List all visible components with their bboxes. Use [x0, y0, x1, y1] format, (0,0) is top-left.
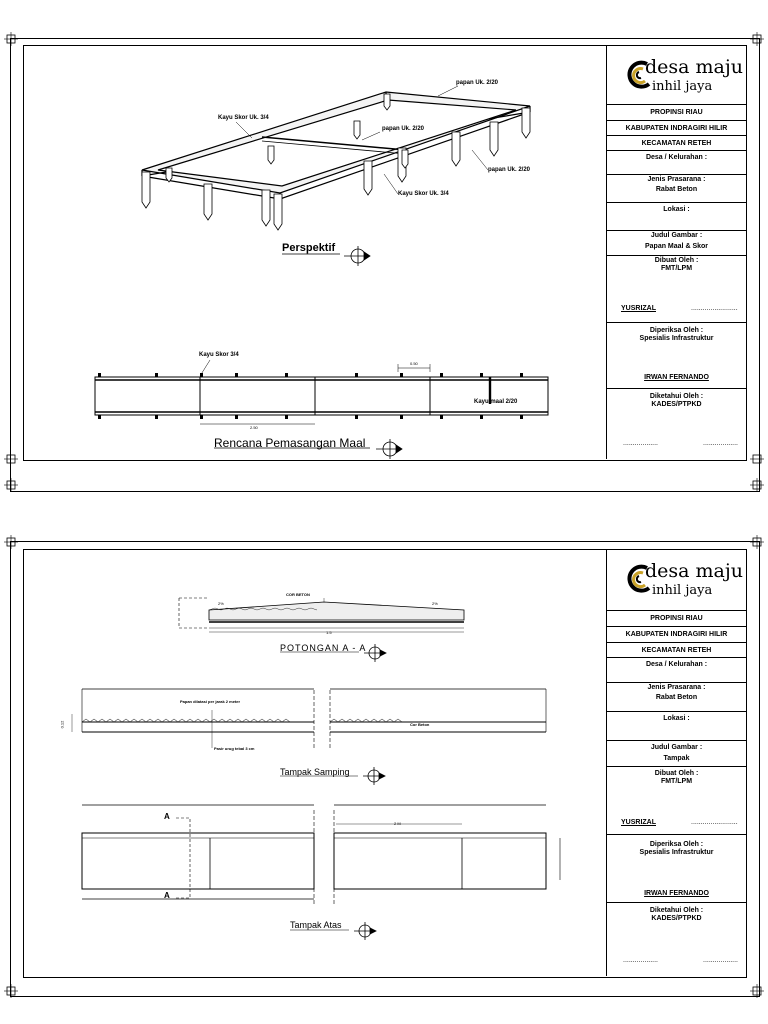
plan-dim-bottom: 2.50	[250, 425, 258, 430]
plan-caption: Rencana Pemasangan Maal	[214, 436, 366, 450]
side-caption: Tampak Samping	[280, 767, 350, 777]
tb-checked-by: Diperiksa Oleh : Spesialis Infrastruktur…	[607, 322, 746, 389]
side-dim: 0.12	[59, 720, 65, 729]
checked-by-name: IRWAN FERNANDO	[644, 890, 709, 897]
corner-ornament-icon	[750, 984, 764, 998]
tb-made-by: Dibuat Oleh : FMT/LPM YUSRIZAL .........…	[607, 255, 746, 323]
top-caption: Tampak Atas	[290, 920, 342, 930]
section-dim: 1.5	[326, 630, 332, 635]
section-slope-left: 2%	[218, 601, 224, 606]
tb-drawing-title: Judul Gambar :Tampak	[607, 740, 746, 767]
corner-ornament-icon	[750, 535, 764, 549]
corner-ornament-icon	[4, 454, 18, 464]
logo-swirl-icon	[627, 60, 651, 89]
tb-known-by: Diketahui Oleh : KADES/PTPKD ...........…	[607, 902, 746, 977]
tb-district: KECAMATAN RETEH	[607, 135, 746, 150]
checked-by-name: IRWAN FERNANDO	[644, 374, 709, 381]
side-label-pasir: Pasir urug tebal 3 cm	[214, 746, 255, 751]
elevation-drawings	[71, 597, 561, 940]
logo-text-line2: inhil jaya	[652, 79, 713, 94]
known-by-sign-right: ..................	[703, 440, 739, 447]
logo: desa maju inhil jaya	[607, 550, 746, 608]
corner-ornament-icon	[4, 32, 18, 46]
sheet-border-inner	[23, 549, 747, 978]
sheet-border-inner	[23, 45, 747, 461]
tb-village: Desa / Kelurahan :	[607, 657, 746, 683]
tb-province: PROPINSI RIAU	[607, 104, 746, 119]
tb-location: Lokasi :	[607, 711, 746, 741]
plan-label-maal: Kayu maal 2/20	[474, 399, 518, 405]
tb-known-by: Diketahui Oleh : KADES/PTPKD ...........…	[607, 388, 746, 460]
section-label-cor: COR BETON	[286, 592, 310, 597]
made-by-name: YUSRIZAL	[621, 819, 656, 826]
logo-text-line1: desa maju	[645, 56, 743, 78]
plan-label-skor: Kayu Skor 3/4	[199, 352, 239, 358]
side-label-cor: Cor Beton	[410, 722, 430, 727]
tb-village: Desa / Kelurahan :	[607, 150, 746, 175]
section-caption: POTONGAN A - A	[280, 643, 367, 653]
tb-checked-by: Diperiksa Oleh : Spesialis Infrastruktur…	[607, 834, 746, 903]
top-label-a-lower: A	[164, 891, 170, 900]
drawing-area: COR BETON 2% 2% 1.5 POTONGAN A - A Papan…	[24, 550, 606, 976]
known-by-sign-right: ..................	[703, 957, 739, 964]
plan-dim-top: 0.50	[410, 361, 418, 366]
tb-drawing-title: Judul Gambar :Papan Maal & Skor	[607, 230, 746, 256]
corner-ornament-icon	[4, 535, 18, 549]
drawing-sheet-2: COR BETON 2% 2% 1.5 POTONGAN A - A Papan…	[0, 500, 768, 1024]
tb-made-by: Dibuat Oleh : FMT/LPM YUSRIZAL .........…	[607, 766, 746, 835]
known-by-sign-left: ..................	[623, 440, 659, 447]
corner-ornament-icon	[4, 984, 18, 998]
logo: desa maju inhil jaya	[607, 46, 746, 104]
corner-ornament-icon	[750, 454, 764, 464]
title-block: desa maju inhil jaya PROPINSI RIAU KABUP…	[606, 550, 746, 976]
label-papan-mid: papan Uk. 2/20	[382, 126, 425, 132]
tb-infra: Jenis Prasarana :Rabat Beton	[607, 682, 746, 712]
label-kayu-skor-bottom: Kayu Skor Uk. 3/4	[398, 191, 449, 197]
tb-location: Lokasi :	[607, 202, 746, 231]
corner-ornament-icon	[4, 478, 18, 492]
made-by-name: YUSRIZAL	[621, 305, 656, 312]
perspective-drawing	[94, 85, 549, 459]
top-dim: 2 M	[394, 821, 401, 826]
made-by-sign: ........................	[691, 305, 738, 312]
title-block: desa maju inhil jaya PROPINSI RIAU KABUP…	[606, 46, 746, 459]
logo-swirl-icon	[627, 564, 651, 593]
tb-regency: KABUPATEN INDRAGIRI HILIR	[607, 120, 746, 135]
label-papan-top: papan Uk. 2/20	[456, 80, 499, 86]
sheet-border-outer	[10, 38, 760, 492]
tb-district: KECAMATAN RETEH	[607, 642, 746, 657]
logo-text-line2: inhil jaya	[652, 583, 713, 598]
tb-infra: Jenis Prasarana :Rabat Beton	[607, 174, 746, 203]
perspective-caption: Perspektif	[282, 242, 336, 254]
side-label-papan: Papan dilatasi per jarak 2 meter	[180, 699, 241, 704]
tb-regency: KABUPATEN INDRAGIRI HILIR	[607, 626, 746, 641]
made-by-sign: ........................	[691, 819, 738, 826]
top-label-a-upper: A	[164, 812, 170, 821]
label-kayu-skor-top: Kayu Skor Uk. 3/4	[218, 115, 269, 121]
corner-ornament-icon	[750, 32, 764, 46]
label-papan-right: papan Uk. 2/20	[488, 167, 531, 173]
drawing-area: papan Uk. 2/20 Kayu Skor Uk. 3/4 papan U…	[24, 46, 606, 459]
sheet-border-outer	[10, 541, 760, 997]
section-slope-right: 2%	[432, 601, 438, 606]
corner-ornament-icon	[750, 478, 764, 492]
logo-text-line1: desa maju	[645, 560, 743, 582]
known-by-sign-left: ..................	[623, 957, 659, 964]
drawing-sheet-1: papan Uk. 2/20 Kayu Skor Uk. 3/4 papan U…	[0, 0, 768, 500]
tb-province: PROPINSI RIAU	[607, 610, 746, 625]
